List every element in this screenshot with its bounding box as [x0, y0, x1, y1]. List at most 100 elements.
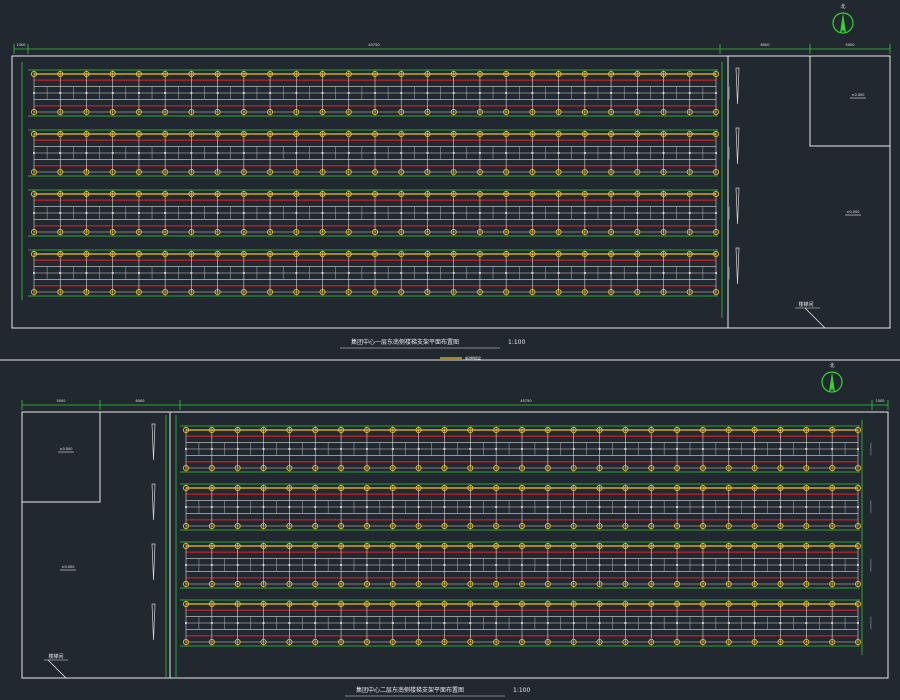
- plan-top-joint: [609, 91, 613, 95]
- plan-top-joint: [452, 91, 455, 95]
- plan-top-joint: [164, 151, 167, 155]
- plan-top-joint: [478, 211, 482, 215]
- plan-top-joint: [426, 211, 429, 215]
- plan-top-joint: [478, 91, 482, 95]
- plan-top-joint: [400, 91, 403, 95]
- plan-bottom-joint: [417, 505, 420, 509]
- plan-top-joint: [636, 271, 639, 275]
- plan-bottom-joint: [365, 447, 369, 451]
- plan-top-joint: [609, 271, 613, 275]
- plan-bottom-joint: [314, 563, 317, 567]
- plan-bottom-joint: [805, 563, 808, 567]
- plan-bottom-joint: [391, 505, 394, 509]
- plan-top-joint: [268, 91, 272, 95]
- plan-bottom-joint: [314, 505, 317, 509]
- plan-bottom-joint: [624, 447, 627, 451]
- plan-bottom-joint: [856, 621, 860, 625]
- plan-bottom-joint: [314, 447, 317, 451]
- plan-bottom-joint: [856, 447, 860, 451]
- plan-bottom-joint: [288, 505, 291, 509]
- plan-bottom-joint: [727, 621, 730, 625]
- plan-bottom-joint: [391, 621, 394, 625]
- plan-bottom-joint: [572, 621, 575, 625]
- plan-top-joint: [505, 91, 508, 95]
- plan-top-joint: [268, 271, 272, 275]
- plan-top-joint: [59, 91, 62, 95]
- plan-top-joint: [583, 91, 586, 95]
- plan-bottom-joint: [210, 505, 213, 509]
- plan-top-stair-ticks: [735, 67, 740, 285]
- plan-bottom-joint: [520, 447, 524, 451]
- plan-top-outline: [11, 55, 891, 329]
- plan-bottom-joint: [572, 563, 575, 567]
- plan-bottom-joint: [572, 505, 575, 509]
- plan-top-north-arrow: 北: [832, 3, 854, 34]
- plan-top-joint: [242, 151, 245, 155]
- plan-bottom-joint: [365, 505, 369, 509]
- plan-top-joint: [295, 91, 298, 95]
- plan-bottom-joint: [624, 505, 627, 509]
- plan-bottom-joint: [417, 621, 420, 625]
- plan-top-joint: [609, 151, 613, 155]
- plan-bottom-joint: [443, 447, 446, 451]
- plan-bottom-joint: [184, 563, 188, 567]
- plan-bottom-joint: [314, 621, 317, 625]
- plan-top-joint: [583, 151, 586, 155]
- plan-bottom-joint: [546, 505, 549, 509]
- svg-text:楼梯间: 楼梯间: [48, 653, 63, 660]
- plan-bottom-stair-tick: [151, 603, 156, 641]
- plan-bottom-joint: [805, 621, 808, 625]
- plan-bottom-joint: [417, 563, 420, 567]
- plan-bottom-title-block: 集团中心二层东南侧楼梯支架平面布置图 1:100: [345, 686, 530, 697]
- plan-bottom-joint: [288, 621, 291, 625]
- plan-top-joint: [452, 271, 455, 275]
- plan-top-joint: [347, 151, 350, 155]
- plan-top-joint: [242, 91, 245, 95]
- plan-bottom-joint: [779, 505, 782, 509]
- plan-top-joint: [59, 211, 62, 215]
- plan-bottom-joint: [210, 563, 213, 567]
- plan-top-joint: [426, 271, 429, 275]
- plan-top-dimension-line: 1500 45750 6000 5000: [13, 43, 891, 54]
- plan-top-joint: [216, 271, 219, 275]
- plan-top-joint: [137, 91, 141, 95]
- plan-bottom-joint: [856, 505, 860, 509]
- plan-top-joint: [373, 91, 377, 95]
- plan-bottom-joint: [598, 447, 601, 451]
- plan-bottom-joint: [805, 447, 808, 451]
- plan-top: 1500 45750 6000 5000 ±0.000 ±0.000 楼梯间 北: [11, 3, 891, 361]
- plan-top-joint: [688, 91, 691, 95]
- plan-bottom-joint: [753, 505, 756, 509]
- plan-top-joint: [268, 151, 272, 155]
- plan-top-scale: 1:100: [508, 339, 525, 346]
- plan-bottom-joint: [831, 447, 834, 451]
- plan-top-joint: [714, 211, 718, 215]
- plan-bottom-joint: [727, 505, 730, 509]
- plan-bottom-joint: [469, 563, 472, 567]
- plan-top-joint: [531, 271, 534, 275]
- plan-bottom-stair-tick: [151, 483, 156, 521]
- plan-bottom-joint: [675, 505, 679, 509]
- plan-bottom-joint: [727, 447, 730, 451]
- plan-top-joint: [505, 151, 508, 155]
- plan-bottom-joint: [831, 621, 834, 625]
- plan-bottom-joint: [288, 563, 291, 567]
- plan-top-joint: [557, 271, 560, 275]
- plan-top-joint: [190, 271, 193, 275]
- plan-bottom-joint: [236, 505, 239, 509]
- svg-text:北: 北: [840, 3, 845, 10]
- plan-top-stair-leader: [804, 307, 826, 329]
- plan-top-joint: [688, 151, 691, 155]
- plan-top-dim-3: 6000: [761, 43, 770, 47]
- plan-top-joint: [452, 151, 455, 155]
- plan-top-joint: [32, 271, 36, 275]
- plan-bottom-joint: [391, 447, 394, 451]
- plan-bottom-north-arrow: 北: [821, 362, 843, 393]
- plan-bottom-joint: [262, 621, 265, 625]
- plan-top-joint: [662, 91, 665, 95]
- plan-bottom-dim-1: 5000: [57, 399, 66, 403]
- plan-bottom-joint: [339, 563, 343, 567]
- plan-bottom-joint: [779, 447, 782, 451]
- plan-top-joint: [216, 151, 219, 155]
